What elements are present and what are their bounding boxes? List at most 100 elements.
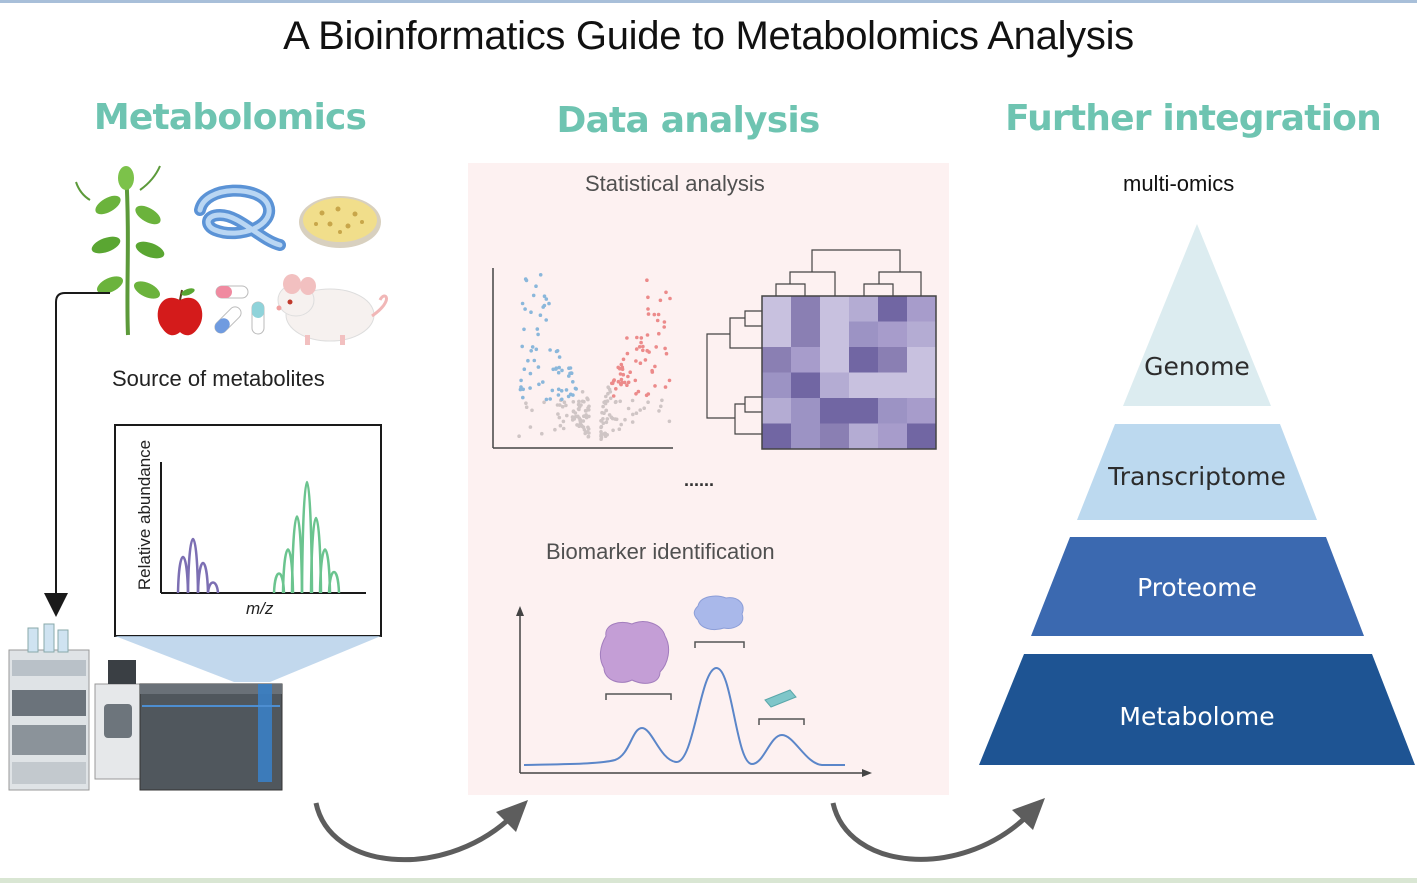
row-dendrogram [706, 310, 762, 435]
volcano-point [663, 346, 667, 351]
volcano-point [626, 374, 630, 379]
volcano-point [528, 425, 533, 429]
pyramid-tier-genome [1123, 224, 1271, 406]
volcano-point [561, 426, 566, 431]
volcano-point [535, 327, 540, 331]
volcano-point [557, 365, 561, 370]
pyramid-tier-metabolome [979, 654, 1415, 765]
statistical-analysis-label: Statistical analysis [585, 171, 765, 196]
volcano-point [569, 371, 574, 376]
volcano-point [641, 348, 645, 353]
heatmap-cell [907, 423, 936, 449]
pyramid-tier-proteome [1031, 537, 1364, 636]
volcano-point [586, 406, 590, 410]
heatmap-cell [907, 398, 936, 424]
column-dendrogram [775, 249, 922, 296]
volcano-point [531, 293, 536, 298]
volcano-point [646, 295, 650, 300]
volcano-point [654, 345, 658, 349]
volcano-point [528, 386, 532, 390]
volcano-point [580, 390, 585, 394]
volcano-point [641, 344, 645, 349]
lc-ms-instrument-icon [8, 623, 283, 791]
curved-arrow-icon [313, 800, 528, 863]
peak-brackets [605, 641, 805, 725]
volcano-point [538, 313, 543, 318]
heatmap-cell [762, 347, 791, 373]
volcano-point [517, 434, 521, 439]
source-of-metabolites-caption: Source of metabolites [112, 366, 325, 391]
volcano-point [574, 387, 578, 391]
volcano-point [599, 425, 603, 430]
heatmap-cell [820, 423, 849, 449]
volcano-point [636, 389, 641, 394]
volcano-point [603, 431, 607, 436]
further-integration-heading: Further integration [1005, 98, 1382, 139]
volcano-point [617, 427, 622, 432]
volcano-point [658, 298, 663, 303]
volcano-point [619, 422, 623, 427]
volcano-point [647, 350, 651, 354]
heatmap-cell [878, 321, 907, 347]
volcano-point [523, 277, 528, 281]
volcano-point [602, 411, 606, 416]
volcano-point [604, 420, 609, 425]
volcano-point [620, 365, 625, 370]
volcano-point [577, 399, 581, 404]
omics-pyramid [979, 224, 1415, 765]
volcano-point [580, 424, 584, 429]
volcano-point [630, 398, 635, 403]
heatmap-cell [791, 372, 820, 398]
volcano-point [532, 358, 537, 363]
volcano-point [586, 434, 591, 439]
heatmap-cell [762, 398, 791, 424]
volcano-point [586, 427, 591, 431]
petri-dish-icon [299, 196, 381, 248]
volcano-point [618, 382, 623, 386]
volcano-point [537, 382, 541, 387]
volcano-point [638, 361, 643, 366]
volcano-point [534, 284, 538, 289]
volcano-point [631, 412, 635, 417]
heatmap-cell [878, 423, 907, 449]
volcano-point [660, 398, 664, 403]
volcano-point [625, 383, 629, 388]
mouse-icon [276, 274, 388, 345]
volcano-point [606, 391, 610, 396]
volcano-point [613, 417, 617, 421]
volcano-point [544, 297, 549, 301]
tier-label-metabolome: Metabolome [1119, 702, 1275, 731]
heatmap-cell [762, 423, 791, 449]
volcano-point [604, 408, 608, 413]
volcano-point [556, 387, 561, 392]
volcano-point [556, 370, 561, 375]
volcano-point [520, 301, 525, 306]
volcano-point [633, 378, 638, 383]
volcano-point [568, 392, 573, 397]
volcano-point [522, 367, 527, 372]
volcano-point [639, 340, 643, 345]
spectrum-peak [327, 571, 341, 594]
heatmap-cell [791, 347, 820, 373]
volcano-point [584, 413, 588, 417]
heatmap-cell [820, 372, 849, 398]
volcano-point [611, 394, 616, 398]
volcano-point [544, 318, 548, 322]
volcano-plot [517, 273, 672, 442]
spectrum-box [114, 424, 382, 637]
volcano-point [530, 408, 534, 413]
volcano-point [544, 397, 549, 402]
volcano-point [534, 347, 539, 352]
heatmap-cell [849, 321, 878, 347]
volcano-point [578, 419, 583, 424]
volcano-point [625, 351, 630, 356]
heatmap-cell [762, 296, 791, 322]
volcano-point [634, 411, 639, 416]
volcano-point [653, 384, 657, 388]
spectrum-peak [318, 548, 332, 594]
volcano-point [634, 347, 639, 351]
pills-icon [214, 285, 265, 335]
volcano-point [523, 307, 527, 311]
volcano-point [585, 396, 589, 401]
